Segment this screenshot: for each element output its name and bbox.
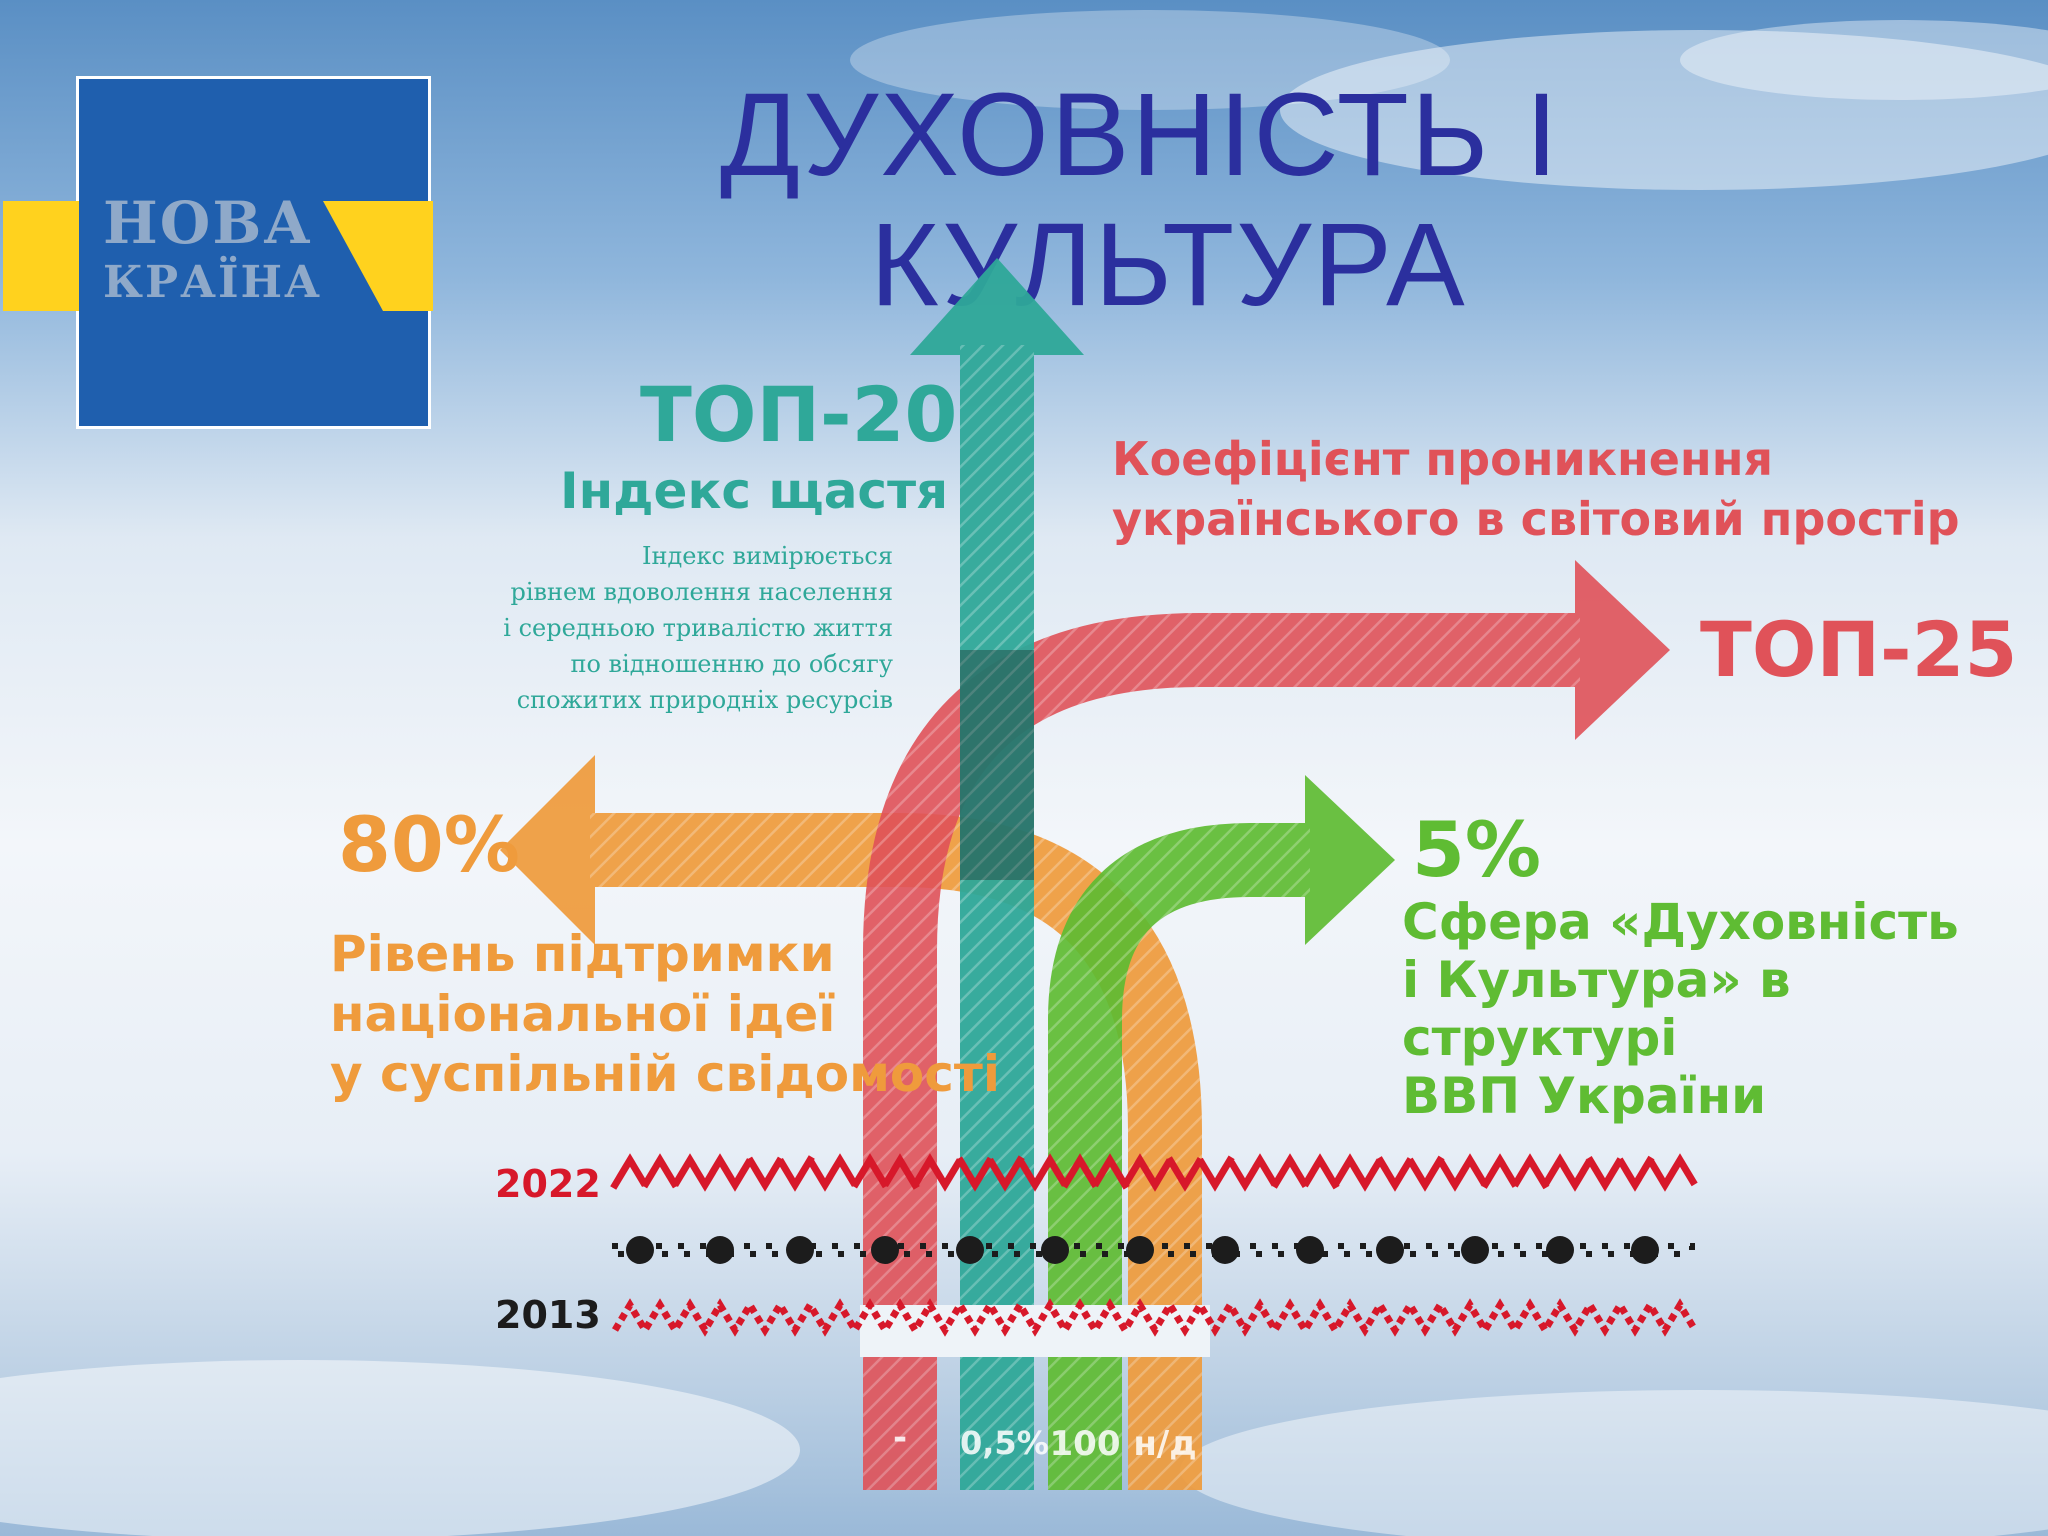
penetration-rank: ТОП-25 <box>1700 605 2018 694</box>
penetration-label-line1: Коефіцієнт проникнення <box>1112 432 1774 486</box>
national-idea-value: 80% <box>338 800 520 889</box>
title-line1: ДУХОВНІСТЬ І <box>720 69 1560 201</box>
green-arrow <box>1048 775 1395 1490</box>
year-2022-label: 2022 <box>495 1162 601 1206</box>
penetration-label-line2: українського в світовий простір <box>1112 492 1960 546</box>
national-idea-line3: у суспільній свідомості <box>330 1045 1001 1103</box>
teal-arrow <box>910 258 1084 1490</box>
nova-kraina-logo: НОВА КРАЇНА <box>3 76 433 429</box>
happiness-label: Індекс щастя <box>560 462 949 520</box>
happiness-note-line: рівнем вдоволення населення <box>510 578 894 606</box>
gdp-share-line2: і Культура» в <box>1402 951 1791 1009</box>
gdp-share-value: 5% <box>1412 805 1542 894</box>
baseline-teal-value: 0,5% <box>960 1424 1049 1462</box>
gdp-share-line3: структурі <box>1402 1009 1678 1067</box>
gdp-share-line1: Сфера «Духовність <box>1402 893 1959 951</box>
logo-text-line2: КРАЇНА <box>103 257 322 308</box>
happiness-note: Індекс вимірюється рівнем вдоволення нас… <box>393 538 893 718</box>
baseline-orange-value: н/д <box>1133 1424 1197 1464</box>
happiness-note-line: по відношенню до обсягу <box>570 650 893 678</box>
embroidery-ornament-bottom <box>611 1298 1699 1337</box>
baseline-green-value: 100 <box>1049 1424 1121 1464</box>
national-idea-line2: національної ідеї <box>330 985 836 1043</box>
happiness-note-line: і середньою тривалістю життя <box>503 614 893 642</box>
baseline-red-value: - <box>892 1418 908 1458</box>
gdp-share-line4: ВВП України <box>1402 1067 1767 1125</box>
happiness-note-line: спожитих природніх ресурсів <box>516 686 893 714</box>
happiness-note-line: Індекс вимірюється <box>641 542 893 570</box>
embroidery-ornament-middle <box>609 1236 1695 1264</box>
logo-yellow-band <box>3 201 433 311</box>
embroidery-ornament-top <box>610 1153 1700 1192</box>
year-2013-label: 2013 <box>495 1293 601 1337</box>
overlap-shadow <box>960 650 1034 880</box>
logo-text-line1: НОВА <box>103 189 313 257</box>
national-idea-line1: Рівень підтримки <box>330 925 835 983</box>
happiness-rank: ТОП-20 <box>640 370 958 459</box>
